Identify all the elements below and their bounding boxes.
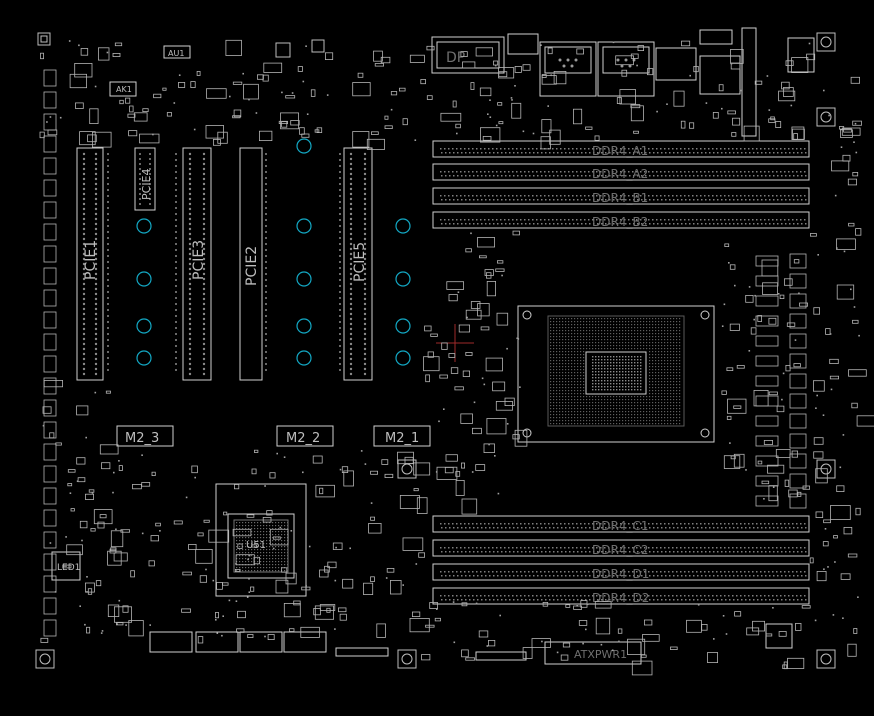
standoff-vias bbox=[136, 138, 411, 366]
dimm-slots-top bbox=[432, 140, 810, 229]
dimm-a2-label: DDR4_A2 bbox=[592, 167, 648, 181]
m2-1-label: M2_1 bbox=[385, 431, 419, 446]
dimm-a1-label: DDR4_A1 bbox=[592, 144, 648, 158]
pcie2-label: PCIE2 bbox=[244, 246, 260, 286]
pch-label: U51 bbox=[246, 540, 266, 551]
pcie1-label: PCIE1 bbox=[83, 240, 99, 280]
cpu-socket bbox=[517, 305, 715, 443]
mounting-holes bbox=[35, 32, 836, 669]
bottom-headers bbox=[149, 631, 642, 665]
pcie3-label: PCIE3 bbox=[191, 240, 207, 280]
pcie-slots bbox=[76, 147, 373, 381]
dimm-b1-label: DDR4_B1 bbox=[592, 191, 648, 205]
dimm-b2-label: DDR4_B2 bbox=[592, 215, 648, 229]
chipset bbox=[215, 483, 307, 597]
au1-label: AU1 bbox=[168, 49, 184, 58]
atx-label: DP bbox=[446, 50, 465, 66]
dimm-c1-label: DDR4_C1 bbox=[592, 519, 648, 533]
dimm-c2-label: DDR4_C2 bbox=[592, 543, 648, 557]
pcie4-label: PCIE4 bbox=[140, 168, 153, 200]
dimm-d2-label: DDR4_D2 bbox=[592, 591, 649, 605]
atx-power-label: ATXPWR1 bbox=[574, 648, 627, 661]
dimm-slots-bottom bbox=[432, 515, 810, 605]
dimm-d1-label: DDR4_D1 bbox=[592, 567, 649, 581]
pcie5-label: PCIE5 bbox=[352, 242, 368, 282]
ak1-label: AK1 bbox=[116, 85, 132, 94]
m2-3-label: M2_3 bbox=[125, 431, 159, 446]
m2-slots bbox=[116, 425, 431, 447]
m2-2-label: M2_2 bbox=[286, 431, 320, 446]
